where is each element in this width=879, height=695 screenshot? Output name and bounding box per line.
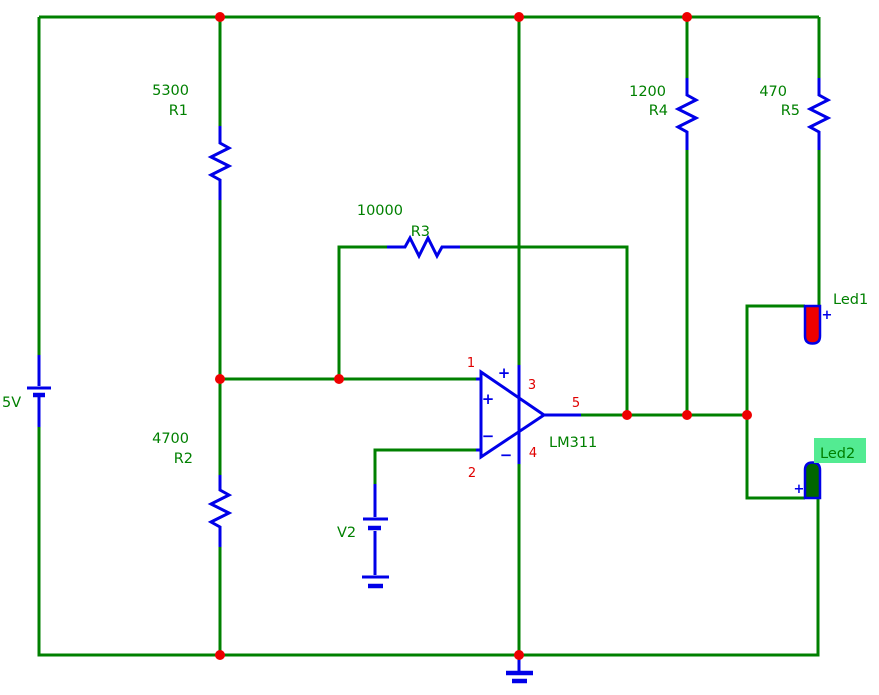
battery-v2[interactable] [362, 484, 389, 589]
led1[interactable]: + [803, 304, 833, 345]
junction-dot [334, 374, 344, 384]
led2-body[interactable] [803, 461, 822, 500]
junction-dot [215, 650, 225, 660]
junction-dot [742, 410, 752, 420]
r5-value-label: 470 [759, 84, 787, 100]
r1-name-label: R1 [169, 103, 188, 119]
r3-value-label: 10000 [357, 203, 403, 219]
wire-feedback-right[interactable] [460, 245, 629, 415]
opamp-lm311[interactable]: + − + − [476, 364, 581, 464]
wire-bottom-rail[interactable] [37, 427, 820, 657]
opamp-supply-plus-sign: + [498, 364, 511, 382]
junction-dot [514, 650, 524, 660]
junction-dot [514, 12, 524, 22]
opamp-pin4-number: 4 [529, 446, 537, 461]
r1-value-label: 5300 [152, 83, 189, 99]
resistor-r1[interactable] [207, 126, 233, 200]
resistor-r5[interactable] [806, 78, 832, 150]
v2-label: V2 [337, 525, 356, 541]
junction-dot [682, 12, 692, 22]
wire-led-branch[interactable] [745, 304, 805, 500]
r4-value-label: 1200 [629, 84, 666, 100]
resistor-r4[interactable] [674, 78, 700, 150]
v1-label: 5V [2, 395, 21, 411]
r3-name-label: R3 [411, 224, 430, 240]
led1-label: Led1 [833, 292, 868, 308]
opamp-pin3-number: 3 [528, 378, 536, 393]
led1-body[interactable] [803, 304, 822, 345]
resistor-r3[interactable] [387, 234, 460, 260]
r4-name-label: R4 [649, 103, 668, 119]
battery-5v[interactable] [27, 355, 51, 427]
resistor-r2[interactable] [207, 475, 233, 547]
opamp-triangle[interactable] [479, 369, 547, 460]
led2-plus-sign: + [794, 482, 805, 497]
wire-inverting-input[interactable] [373, 448, 477, 484]
led2-label[interactable]: Led2 [820, 446, 855, 462]
opamp-pin5-number: 5 [572, 396, 580, 411]
ground-symbol[interactable] [506, 657, 533, 684]
opamp-pin2-number: 2 [468, 466, 476, 481]
junction-dot [215, 12, 225, 22]
junction-dot [622, 410, 632, 420]
led2-label-highlight [814, 438, 866, 463]
r5-name-label: R5 [781, 103, 800, 119]
r2-name-label: R2 [174, 451, 193, 467]
opamp-input-plus-sign: + [482, 390, 495, 408]
junction-dot [682, 410, 692, 420]
opamp-input-minus-sign: − [482, 427, 495, 445]
led1-plus-sign: + [822, 308, 833, 323]
opamp-pin1-number: 1 [467, 356, 475, 371]
junction-dot [215, 374, 225, 384]
led2[interactable]: + [794, 461, 822, 500]
r2-value-label: 4700 [152, 431, 189, 447]
wire-feedback-left[interactable] [337, 245, 387, 379]
opamp-supply-minus-sign: − [500, 446, 513, 464]
opamp-part-label: LM311 [549, 435, 597, 451]
